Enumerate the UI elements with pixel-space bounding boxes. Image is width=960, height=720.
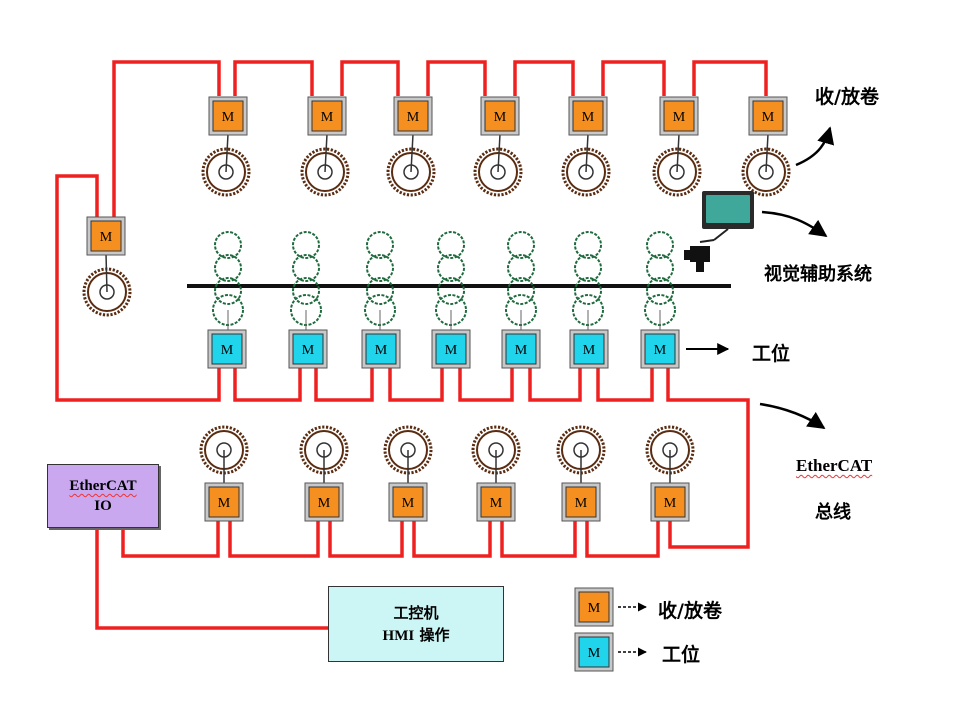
motor-label: M <box>654 343 667 358</box>
motor-winding-bottom: M <box>476 482 516 522</box>
motor-label: M <box>762 110 775 125</box>
ethercat-bus-wiring <box>55 60 768 630</box>
bus-line-bottom <box>121 518 660 558</box>
shaft <box>410 133 414 173</box>
motor-winding-top: M <box>568 96 608 136</box>
motor-label: M <box>318 496 331 511</box>
vision-monitor-icon <box>699 191 754 243</box>
motor-label: M <box>673 110 686 125</box>
roller-stack <box>212 231 244 332</box>
shaft <box>585 133 589 173</box>
motor-station: M <box>288 329 328 369</box>
motor-label: M <box>583 343 596 358</box>
shaft <box>105 253 108 293</box>
motor-label: M <box>582 110 595 125</box>
industrial-pc-hmi: 工控机 HMI 操作 <box>328 586 504 662</box>
legend-station-label: 工位 <box>662 644 701 666</box>
arrow-to-unwind-label <box>795 126 835 167</box>
shaft <box>676 133 680 173</box>
motor-label: M <box>445 343 458 358</box>
motor-label: M <box>100 230 113 245</box>
arrow-to-vision-label <box>761 210 828 238</box>
ipc-subtitle: HMI 操作 <box>383 624 450 647</box>
motor-winding-left: M <box>86 216 126 256</box>
shaft <box>497 133 501 173</box>
motor-label: M <box>222 110 235 125</box>
ethercat-io-line2: IO <box>94 498 112 514</box>
motor-winding-top: M <box>393 96 433 136</box>
motor-label: M <box>221 343 234 358</box>
station-label: 工位 <box>752 343 791 365</box>
roller-stacks <box>212 231 676 332</box>
roller-stack <box>644 231 676 332</box>
motor-winding-top: M <box>307 96 347 136</box>
motor-station: M <box>569 329 609 369</box>
motor-label: M <box>218 496 231 511</box>
motor-label: M <box>402 496 415 511</box>
arrow-to-ethercat-label <box>759 402 826 430</box>
winding-rolls <box>82 133 791 484</box>
shaft <box>225 133 229 173</box>
motor-station: M <box>361 329 401 369</box>
ethercat-io-line1: EtherCAT <box>69 478 137 494</box>
motor-winding-top: M <box>480 96 520 136</box>
motor-station: M <box>501 329 541 369</box>
motor-winding-top: M <box>208 96 248 136</box>
bus-line-left <box>55 174 750 549</box>
legend-arrows <box>618 602 647 657</box>
motor-label: M <box>494 110 507 125</box>
shaft <box>765 133 769 173</box>
motor-label: M <box>407 110 420 125</box>
motors: M M M M M M M M M M M M M M M M M M M M M <box>86 96 788 522</box>
vision-system-label: 视觉辅助系统 <box>764 264 872 285</box>
motor-winding-bottom: M <box>204 482 244 522</box>
shaft <box>324 133 328 173</box>
roller-stack <box>435 231 467 332</box>
roller-stack <box>290 231 322 332</box>
ipc-title: 工控机 <box>393 603 439 622</box>
legend-motors: MM <box>574 587 614 672</box>
roller-stack <box>505 231 537 332</box>
motor-winding-bottom: M <box>561 482 601 522</box>
legend-motor-station: M <box>574 632 614 672</box>
motor-winding-bottom: M <box>650 482 690 522</box>
motor-winding-bottom: M <box>388 482 428 522</box>
motor-station: M <box>640 329 680 369</box>
bus-line-to-ipc <box>95 528 328 630</box>
motor-station: M <box>431 329 471 369</box>
unwind-rewind-label: 收/放卷 <box>815 86 879 108</box>
motor-label: M <box>490 496 503 511</box>
motor-winding-bottom: M <box>304 482 344 522</box>
legend-motor-winding: M <box>574 587 614 627</box>
vision-camera-icon <box>684 246 710 272</box>
motor-label: M <box>588 601 601 616</box>
ethercat-label: EtherCAT <box>796 456 873 475</box>
motor-winding-top: M <box>748 96 788 136</box>
ipc-hmi-text: HMI <box>382 627 415 644</box>
bus-label: 总线 <box>815 502 851 523</box>
motor-station: M <box>207 329 247 369</box>
bus-line-top <box>112 60 768 219</box>
motor-label: M <box>321 110 334 125</box>
roller-stack <box>364 231 396 332</box>
ethercat-io-module: EtherCAT IO <box>47 464 159 528</box>
ipc-operation-text: 操作 <box>419 625 450 644</box>
legend-winding-label: 收/放卷 <box>658 600 722 622</box>
motor-winding-top: M <box>659 96 699 136</box>
motor-label: M <box>515 343 528 358</box>
motor-label: M <box>575 496 588 511</box>
motor-label: M <box>664 496 677 511</box>
motor-label: M <box>375 343 388 358</box>
motor-label: M <box>588 646 601 661</box>
motor-label: M <box>302 343 315 358</box>
roller-stack <box>572 231 604 332</box>
